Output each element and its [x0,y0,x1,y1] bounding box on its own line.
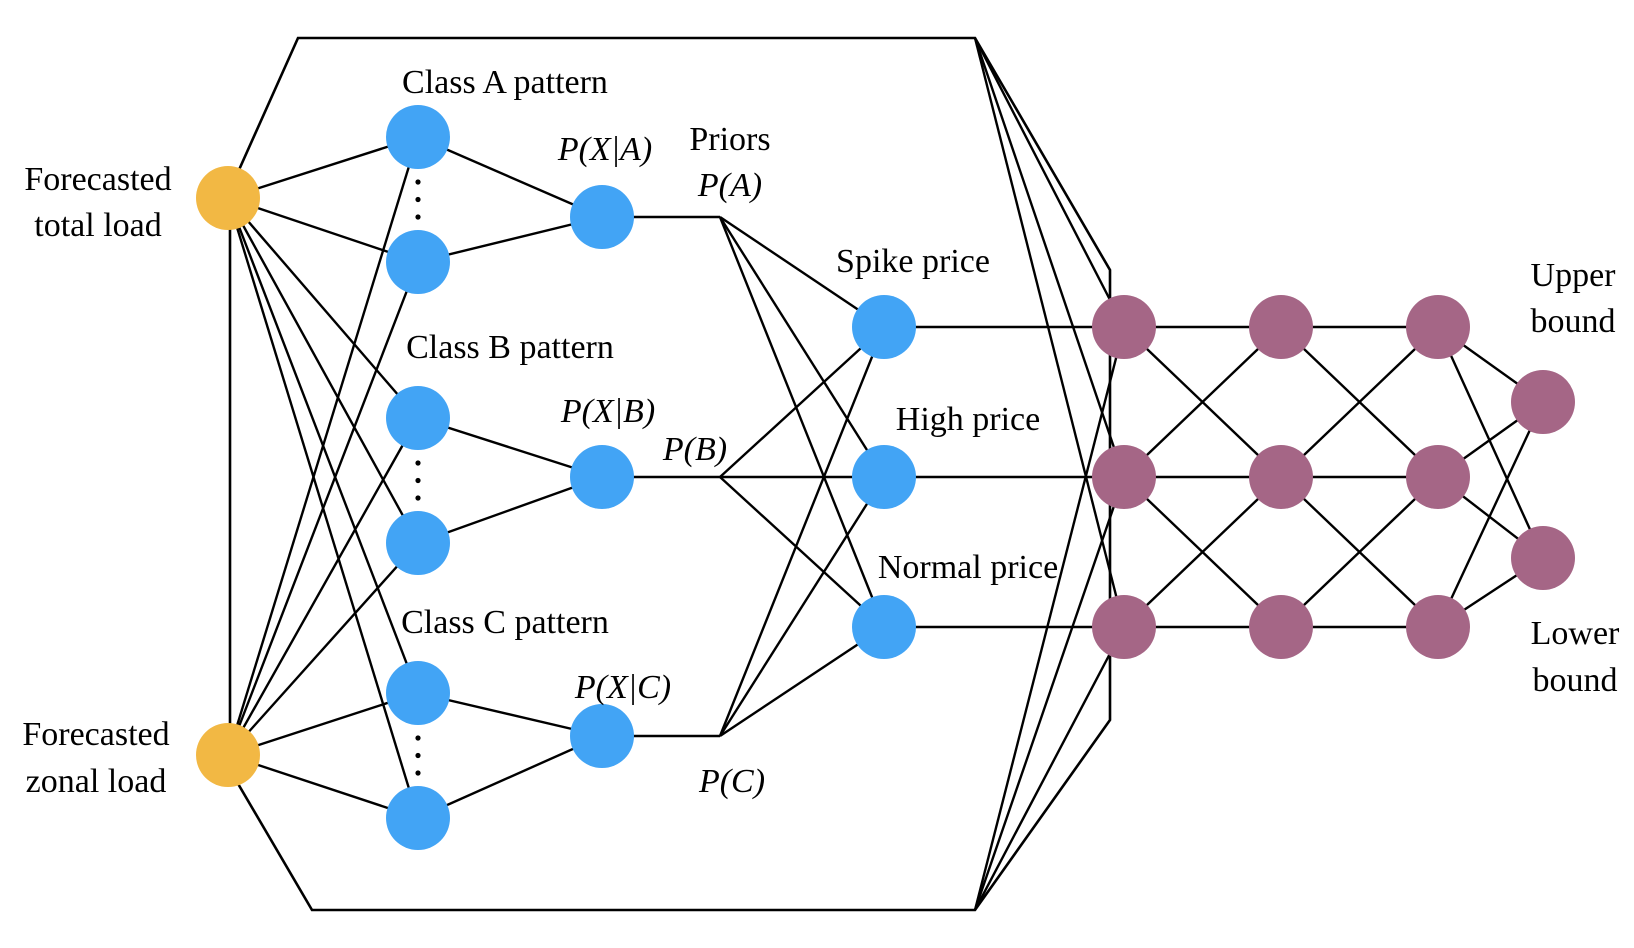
mlp-hidden-line [1280,476,1439,628]
svg-text:total load: total load [34,207,161,244]
prior-to-class-line [719,476,885,628]
spike-price-label: Spike price [836,243,990,280]
input-to-pattern-line [227,691,419,757]
mlp-hidden-node [1406,295,1470,359]
svg-text:zonal load: zonal load [26,763,167,800]
likelihood-a-label: P(X|A) [557,131,652,168]
mlp-hidden-node [1406,445,1470,509]
svg-text:Forecasted: Forecasted [22,716,169,753]
prior-to-class-line [718,216,886,628]
class-c-pattern-label: Class C pattern [401,604,609,641]
class-a-pattern-label: Class A pattern [402,64,608,101]
likelihood-c-label: P(X|C) [574,669,671,706]
output-node-lower-bound [1511,526,1575,590]
likelihood-b-label: P(X|B) [560,393,655,430]
prior-to-class-line [718,216,886,478]
pattern-node [386,661,450,725]
input-node-total-load [196,166,260,230]
mlp-hidden-line [1123,476,1282,628]
ellipsis-dot [415,477,421,484]
mlp-hidden-node [1249,595,1313,659]
price-class-node [852,595,916,659]
pattern-to-summation-line [417,734,603,820]
ellipsis-dot [415,770,421,776]
input-to-pattern-line [226,136,420,756]
ellipsis-dot [415,752,421,759]
pattern-to-summation-line [417,475,603,545]
svg-text:Upper: Upper [1531,257,1617,294]
enclosure-to-mlp-line [973,37,1126,478]
output-node-upper-bound [1511,370,1575,434]
enclosure-to-mlp-line [973,326,1126,911]
mlp-hidden-node [1249,295,1313,359]
prior-to-class-line [719,216,885,328]
pattern-to-summation-line [417,416,603,479]
input-total-load-label: Forecasted total load [24,161,171,244]
summation-node [570,445,634,509]
mlp-output-line [1436,401,1545,628]
lower-bound-label: Lower bound [1531,615,1620,699]
high-price-label: High price [896,401,1040,438]
input-to-pattern-line [227,196,419,264]
input-to-pattern-line [226,197,420,544]
prior-b-label: P(B) [662,431,727,468]
ellipsis-dot [415,495,421,501]
summation-node [570,704,634,768]
input-node-zonal-load [196,723,260,787]
network-enclosure-outline [228,36,1112,912]
prior-to-class-line [718,326,886,737]
input-to-pattern-line [227,753,419,820]
enclosure-to-mlp-line [973,37,1126,328]
price-class-node [852,295,916,359]
upper-bound-label: Upper bound [1531,257,1617,340]
ellipsis-dot [415,735,421,741]
prior-a-label: P(A) [697,167,762,204]
input-to-pattern-line [227,135,419,200]
svg-text:Lower: Lower [1531,615,1620,652]
pattern-node [386,230,450,294]
prior-to-class-line [719,626,885,737]
pattern-node [386,511,450,575]
mlp-hidden-node [1092,445,1156,509]
svg-text:bound: bound [1531,303,1616,340]
svg-text:Forecasted: Forecasted [24,161,171,198]
mlp-hidden-line [1123,326,1282,478]
summation-node [570,185,634,249]
input-to-pattern-line [227,197,419,419]
pattern-node [386,105,450,169]
mlp-hidden-node [1406,595,1470,659]
priors-heading-label: Priors [689,121,770,158]
network-nodes [196,105,1575,850]
enclosure-to-mlp-line [973,37,1126,628]
pattern-ellipsis-dots [415,179,421,776]
normal-price-label: Normal price [878,549,1058,586]
mlp-hidden-line [1280,326,1439,478]
ellipsis-dot [415,179,421,185]
prior-c-label: P(C) [698,763,765,800]
mlp-output-line [1436,326,1545,559]
input-zonal-load-label: Forecasted zonal load [22,716,169,800]
input-to-pattern-line [226,417,420,756]
prior-to-class-line [719,326,885,478]
input-to-pattern-line [226,261,420,756]
enclosure-to-mlp-line [973,476,1126,911]
input-to-pattern-line [227,542,419,756]
pattern-to-summation-line [417,135,603,219]
pattern-node [386,386,450,450]
ellipsis-dot [415,196,421,203]
pattern-node [386,786,450,850]
mlp-hidden-node [1092,295,1156,359]
class-b-pattern-label: Class B pattern [406,329,614,366]
prior-to-class-line [718,476,886,737]
ellipsis-dot [415,214,421,220]
svg-text:bound: bound [1533,662,1618,699]
enclosure-to-mlp-line [973,626,1126,911]
price-class-node [852,445,916,509]
mlp-hidden-node [1249,445,1313,509]
mlp-hidden-node [1092,595,1156,659]
ellipsis-dot [415,460,421,466]
